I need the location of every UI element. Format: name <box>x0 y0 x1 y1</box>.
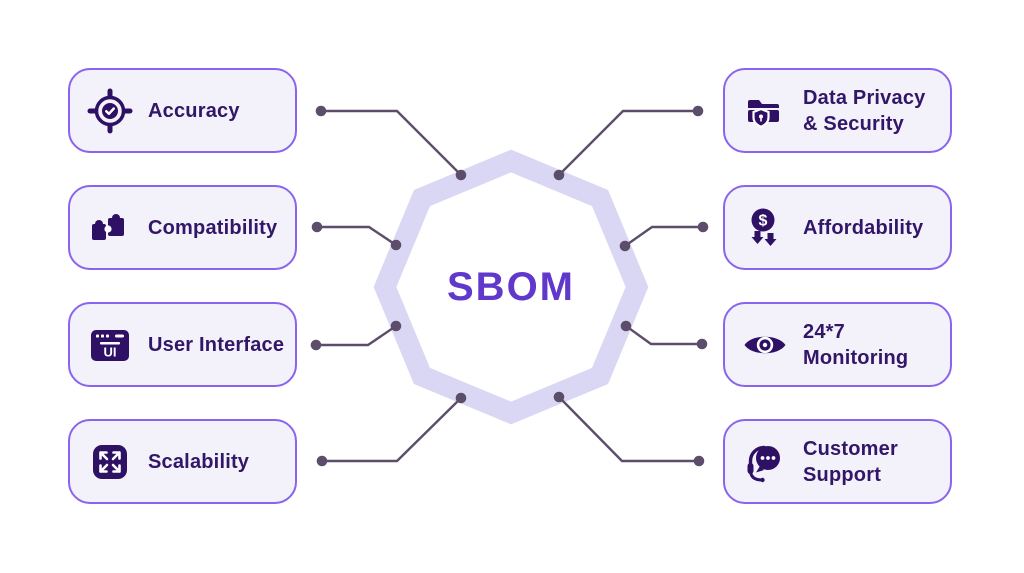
feature-box-affordability: $ Affordability <box>723 185 952 270</box>
feature-box-data-privacy-security: Data Privacy & Security <box>723 68 952 153</box>
feature-label: Affordability <box>803 216 924 239</box>
center-label: SBOM <box>447 264 575 309</box>
feature-box-compatibility: Compatibility <box>68 185 297 270</box>
feature-label: User Interface <box>148 333 285 356</box>
connector-lines <box>316 109 703 463</box>
target-check-icon <box>86 87 134 135</box>
feature-box-customer-support: Customer Support <box>723 419 952 504</box>
feature-box-scalability: Scalability <box>68 419 297 504</box>
feature-label: Compatibility <box>148 216 278 239</box>
feature-box-monitoring: 24*7 Monitoring <box>723 302 952 387</box>
connector-dots <box>310 105 709 467</box>
headset-chat-icon <box>741 438 789 486</box>
feature-label: Customer Support <box>803 437 898 486</box>
feature-label: 24*7 Monitoring <box>803 320 909 369</box>
puzzle-icon <box>86 204 134 252</box>
expand-arrows-icon <box>86 438 134 486</box>
octagon-shape <box>373 149 649 425</box>
dollar-badge-icon: $ <box>741 204 789 252</box>
feature-label: Data Privacy & Security <box>803 86 926 135</box>
eye-icon <box>741 321 789 369</box>
feature-label: Accuracy <box>148 99 240 122</box>
feature-box-user-interface: UI User Interface <box>68 302 297 387</box>
folder-shield-icon <box>741 87 789 135</box>
browser-ui-icon: UI <box>86 321 134 369</box>
svg-text:$: $ <box>759 212 768 229</box>
svg-text:UI: UI <box>104 344 117 359</box>
feature-label: Scalability <box>148 450 250 473</box>
feature-box-accuracy: Accuracy <box>68 68 297 153</box>
